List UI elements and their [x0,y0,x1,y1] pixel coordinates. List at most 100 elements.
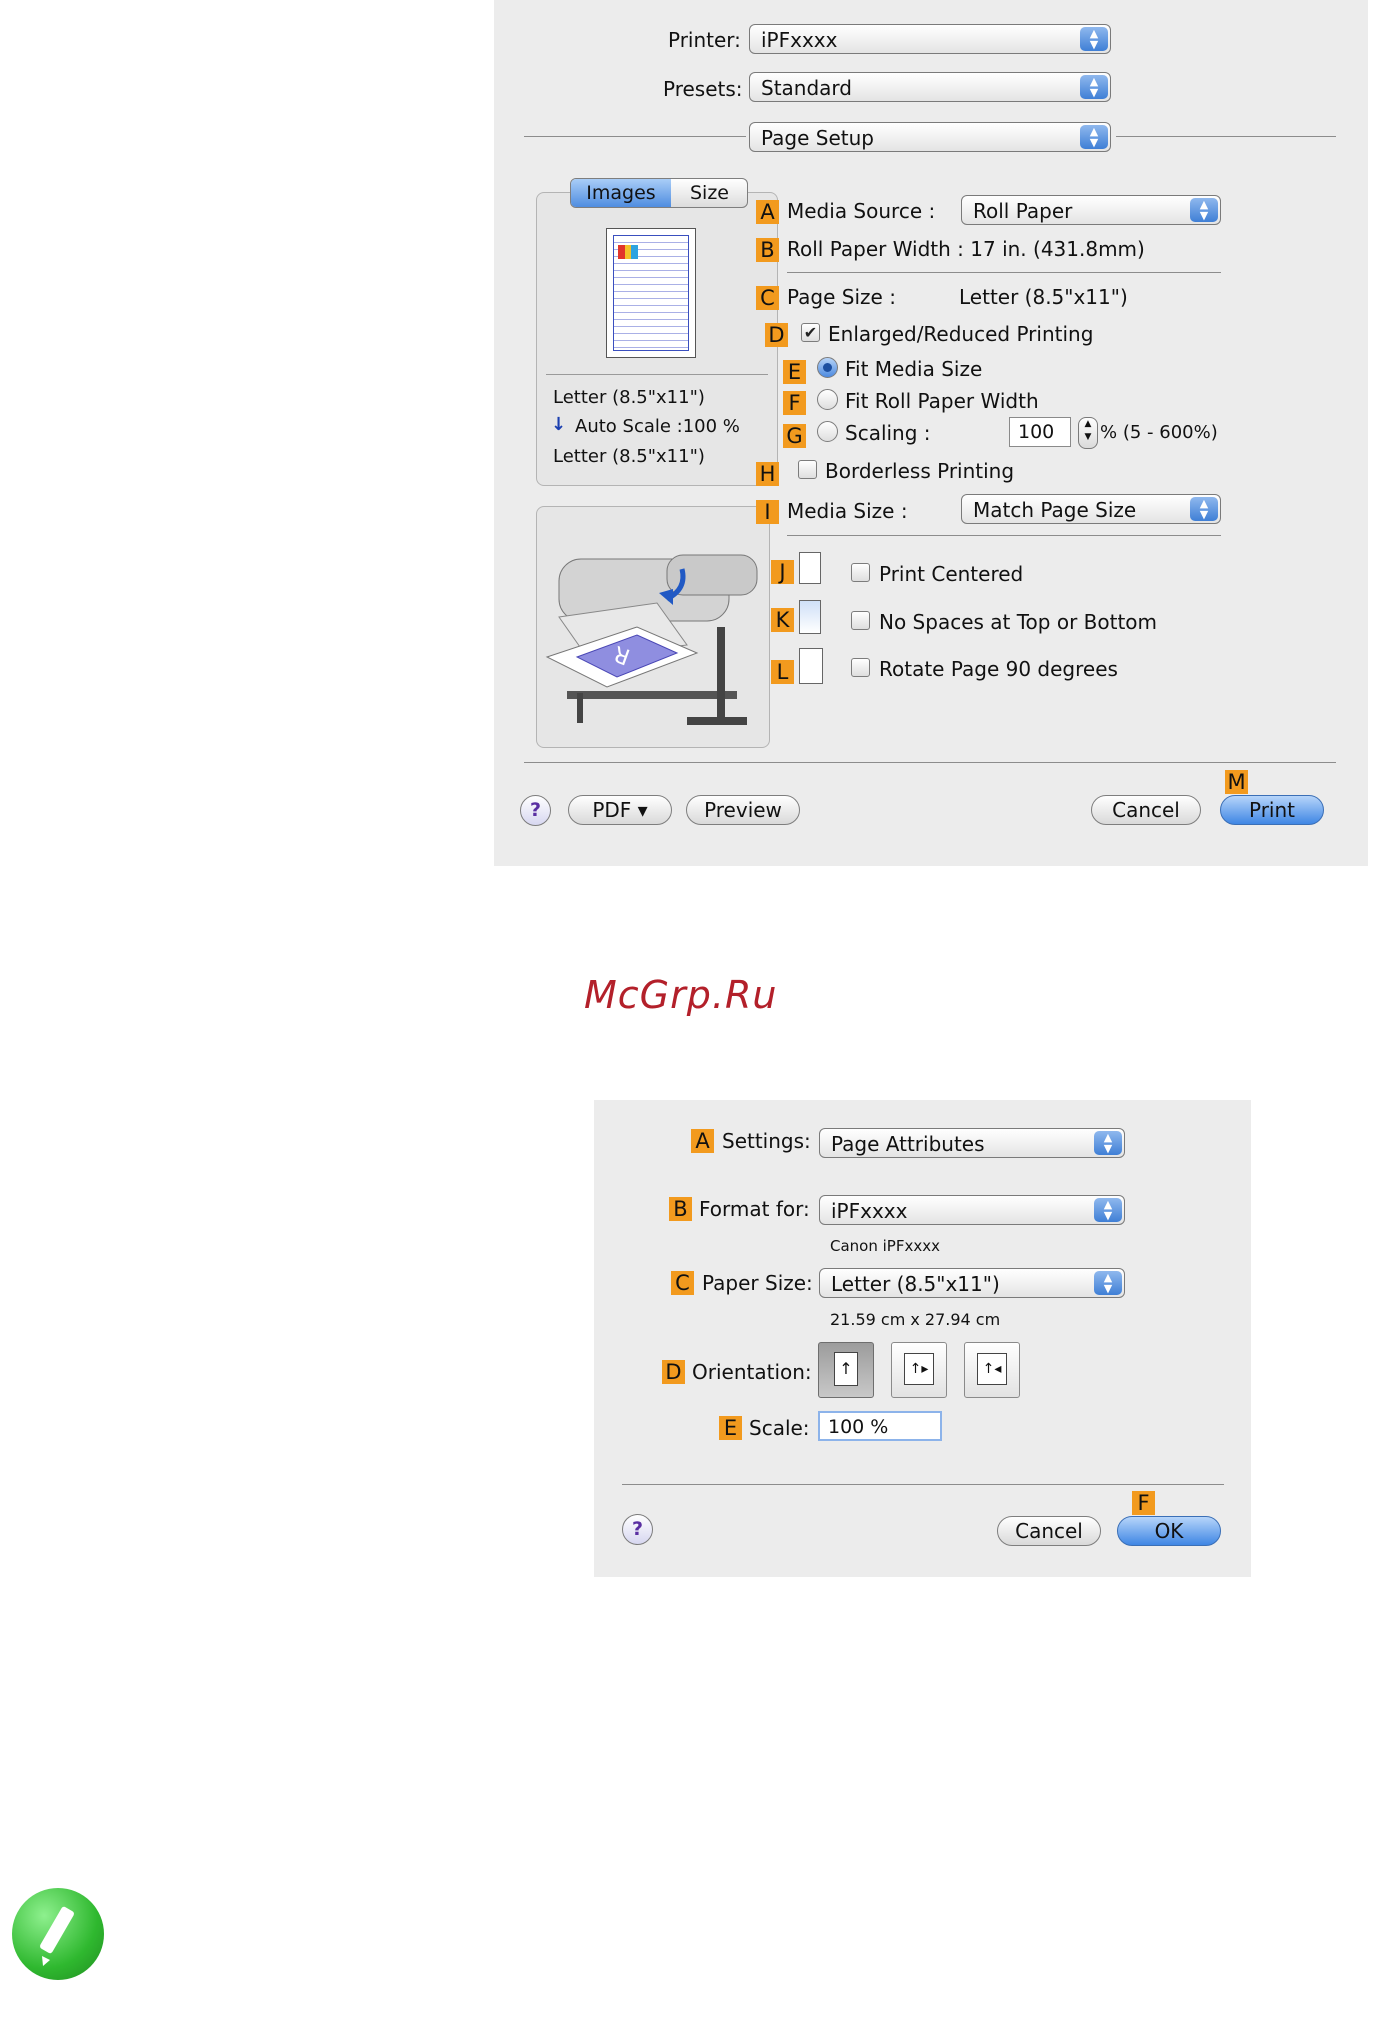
presets-label: Presets: [663,77,743,101]
badge-a: A [691,1129,714,1153]
fit-media-size-label: Fit Media Size [845,357,983,381]
print-centered-checkbox[interactable] [851,563,870,582]
popup-arrows-icon: ▲▼ [1080,125,1108,149]
borderless-checkbox[interactable] [798,460,817,479]
scaling-radio[interactable] [817,421,838,442]
format-for-popup[interactable]: iPFxxxx ▲▼ [819,1195,1125,1225]
badge-b: B [669,1197,692,1221]
separator [622,1484,1224,1485]
orientation-portrait-button[interactable]: ↑ [818,1342,874,1398]
badge-j: J [771,560,794,584]
scaling-stepper[interactable]: ▲▼ [1078,417,1098,449]
separator [787,535,1221,536]
paper-size-popup[interactable]: Letter (8.5"x11") ▲▼ [819,1268,1125,1298]
no-spaces-checkbox[interactable] [851,611,870,630]
tab-size[interactable]: Size [689,182,729,204]
badge-f: F [783,391,806,415]
scale-label: Scale: [749,1416,810,1440]
cancel-button[interactable]: Cancel [1091,795,1201,825]
help-button[interactable]: ? [622,1514,653,1545]
scaling-input[interactable]: 100 [1009,417,1071,447]
presets-popup[interactable]: Standard ▲▼ [749,72,1111,102]
media-source-label: Media Source : [787,199,936,223]
scaling-label: Scaling : [845,421,931,445]
panel-popup[interactable]: Page Setup ▲▼ [749,122,1111,152]
settings-popup[interactable]: Page Attributes ▲▼ [819,1128,1125,1158]
badge-b: B [756,238,779,262]
panel-value: Page Setup [761,126,874,150]
landscape-left-icon: ↑▸ [904,1353,934,1385]
separator [546,374,768,375]
paper-size-value: Letter (8.5"x11") [831,1272,1000,1296]
badge-c: C [756,286,779,310]
fit-roll-width-label: Fit Roll Paper Width [845,389,1039,413]
separator [787,272,1221,273]
page-size-label: Page Size : [787,285,896,309]
no-spaces-icon [799,600,821,634]
thumbnail-graphic-icon [618,245,638,259]
fit-roll-width-radio[interactable] [817,389,838,410]
badge-a: A [756,200,779,224]
tab-bar: Images Size [570,178,748,208]
separator [1116,136,1336,137]
badge-h: H [756,462,779,486]
badge-e: E [783,360,806,384]
printer-value: iPFxxxx [761,28,838,52]
badge-c: C [671,1271,694,1295]
page-setup-dialog: A Settings: Page Attributes ▲▼ B Format … [594,1100,1251,1577]
down-arrow-icon: ↓ [551,414,567,435]
preview-button[interactable]: Preview [686,795,800,825]
watermark: McGrp.Ru [584,973,778,1017]
popup-arrows-icon: ▲▼ [1080,27,1108,51]
badge-f: F [1132,1491,1155,1515]
rotate-page-checkbox[interactable] [851,658,870,677]
badge-i: I [756,500,779,524]
orientation-landscape-left-button[interactable]: ↑▸ [891,1342,947,1398]
media-size-popup[interactable]: Match Page Size ▲▼ [961,494,1221,524]
enlarged-reduced-checkbox[interactable]: ✔ [801,323,820,342]
badge-k: K [771,608,794,632]
settings-label: Settings: [722,1129,811,1153]
popup-arrows-icon: ▲▼ [1094,1271,1122,1295]
popup-arrows-icon: ▲▼ [1190,198,1218,222]
media-source-value: Roll Paper [973,199,1073,223]
orientation-label: Orientation: [692,1360,812,1384]
tab-images[interactable]: Images [571,179,671,207]
print-centered-icon [799,552,821,584]
media-size-label: Media Size : [787,499,908,523]
page-thumbnail [606,228,696,358]
preview-output-size: Letter (8.5"x11") [553,446,705,467]
popup-arrows-icon: ▲▼ [1190,497,1218,521]
help-button[interactable]: ? [520,795,551,826]
separator [524,762,1336,763]
scale-input[interactable]: 100 % [818,1411,942,1441]
format-for-value: iPFxxxx [831,1199,908,1223]
page-size-value: Letter (8.5"x11") [959,285,1128,309]
rotate-page-label: Rotate Page 90 degrees [879,657,1118,681]
preview-scale: Auto Scale :100 % [575,416,740,437]
print-centered-label: Print Centered [879,562,1024,586]
scaling-range: % (5 - 600%) [1100,422,1218,443]
portrait-icon: ↑ [834,1352,858,1386]
print-button[interactable]: Print [1220,795,1324,825]
cancel-button[interactable]: Cancel [997,1516,1101,1546]
format-for-description: Canon iPFxxxx [830,1237,940,1255]
printer-illustration-icon: R [545,554,758,725]
settings-value: Page Attributes [831,1132,985,1156]
printer-label: Printer: [668,28,741,52]
no-spaces-label: No Spaces at Top or Bottom [879,610,1158,634]
preview-media-size: Letter (8.5"x11") [553,387,705,408]
popup-arrows-icon: ▲▼ [1094,1198,1122,1222]
pdf-button[interactable]: PDF ▾ [568,795,672,825]
borderless-label: Borderless Printing [825,459,1015,483]
separator [524,136,746,137]
printer-popup[interactable]: iPFxxxx ▲▼ [749,24,1111,54]
media-source-popup[interactable]: Roll Paper ▲▼ [961,195,1221,225]
orientation-landscape-right-button[interactable]: ↑◂ [964,1342,1020,1398]
badge-d: D [662,1360,685,1384]
printer-illustration-panel: R [536,506,770,748]
badge-e: E [719,1416,742,1440]
ok-button[interactable]: OK [1117,1516,1221,1546]
landscape-right-icon: ↑◂ [977,1353,1007,1385]
fit-media-size-radio[interactable] [817,357,838,378]
